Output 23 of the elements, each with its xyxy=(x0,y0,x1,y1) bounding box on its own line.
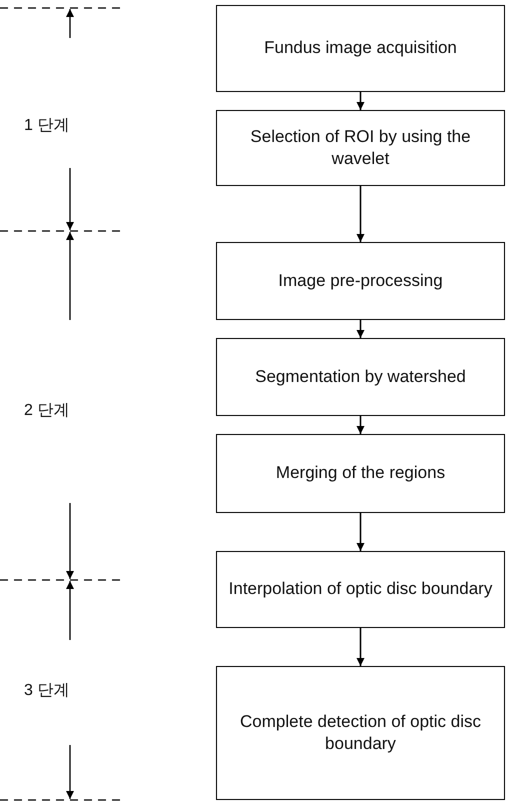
step-text: Complete detection of optic disc boundary xyxy=(239,710,482,755)
process-box xyxy=(216,5,505,92)
arrow xyxy=(356,416,364,434)
arrow xyxy=(356,186,364,242)
arrow xyxy=(356,320,364,338)
arrow xyxy=(356,513,364,551)
stage-label: 1 단계 xyxy=(24,116,70,136)
stage-label: 3 단계 xyxy=(24,681,70,701)
step-text: Image pre-processing xyxy=(278,270,443,292)
step-text: Fundus image acquisition xyxy=(264,37,457,60)
process-box xyxy=(216,666,505,800)
stage-label: 2 단계 xyxy=(24,401,70,421)
step-text: Selection of ROI by using the wavelet xyxy=(249,126,472,170)
process-box xyxy=(216,242,505,320)
process-box xyxy=(216,110,505,186)
arrow xyxy=(356,628,364,666)
process-box xyxy=(216,551,505,628)
step-text: Interpolation of optic disc boundary xyxy=(228,578,492,600)
process-box xyxy=(216,338,505,416)
step-text: Segmentation by watershed xyxy=(255,366,466,388)
arrow xyxy=(356,92,364,110)
step-text: Merging of the regions xyxy=(276,462,446,484)
process-box xyxy=(216,434,505,513)
